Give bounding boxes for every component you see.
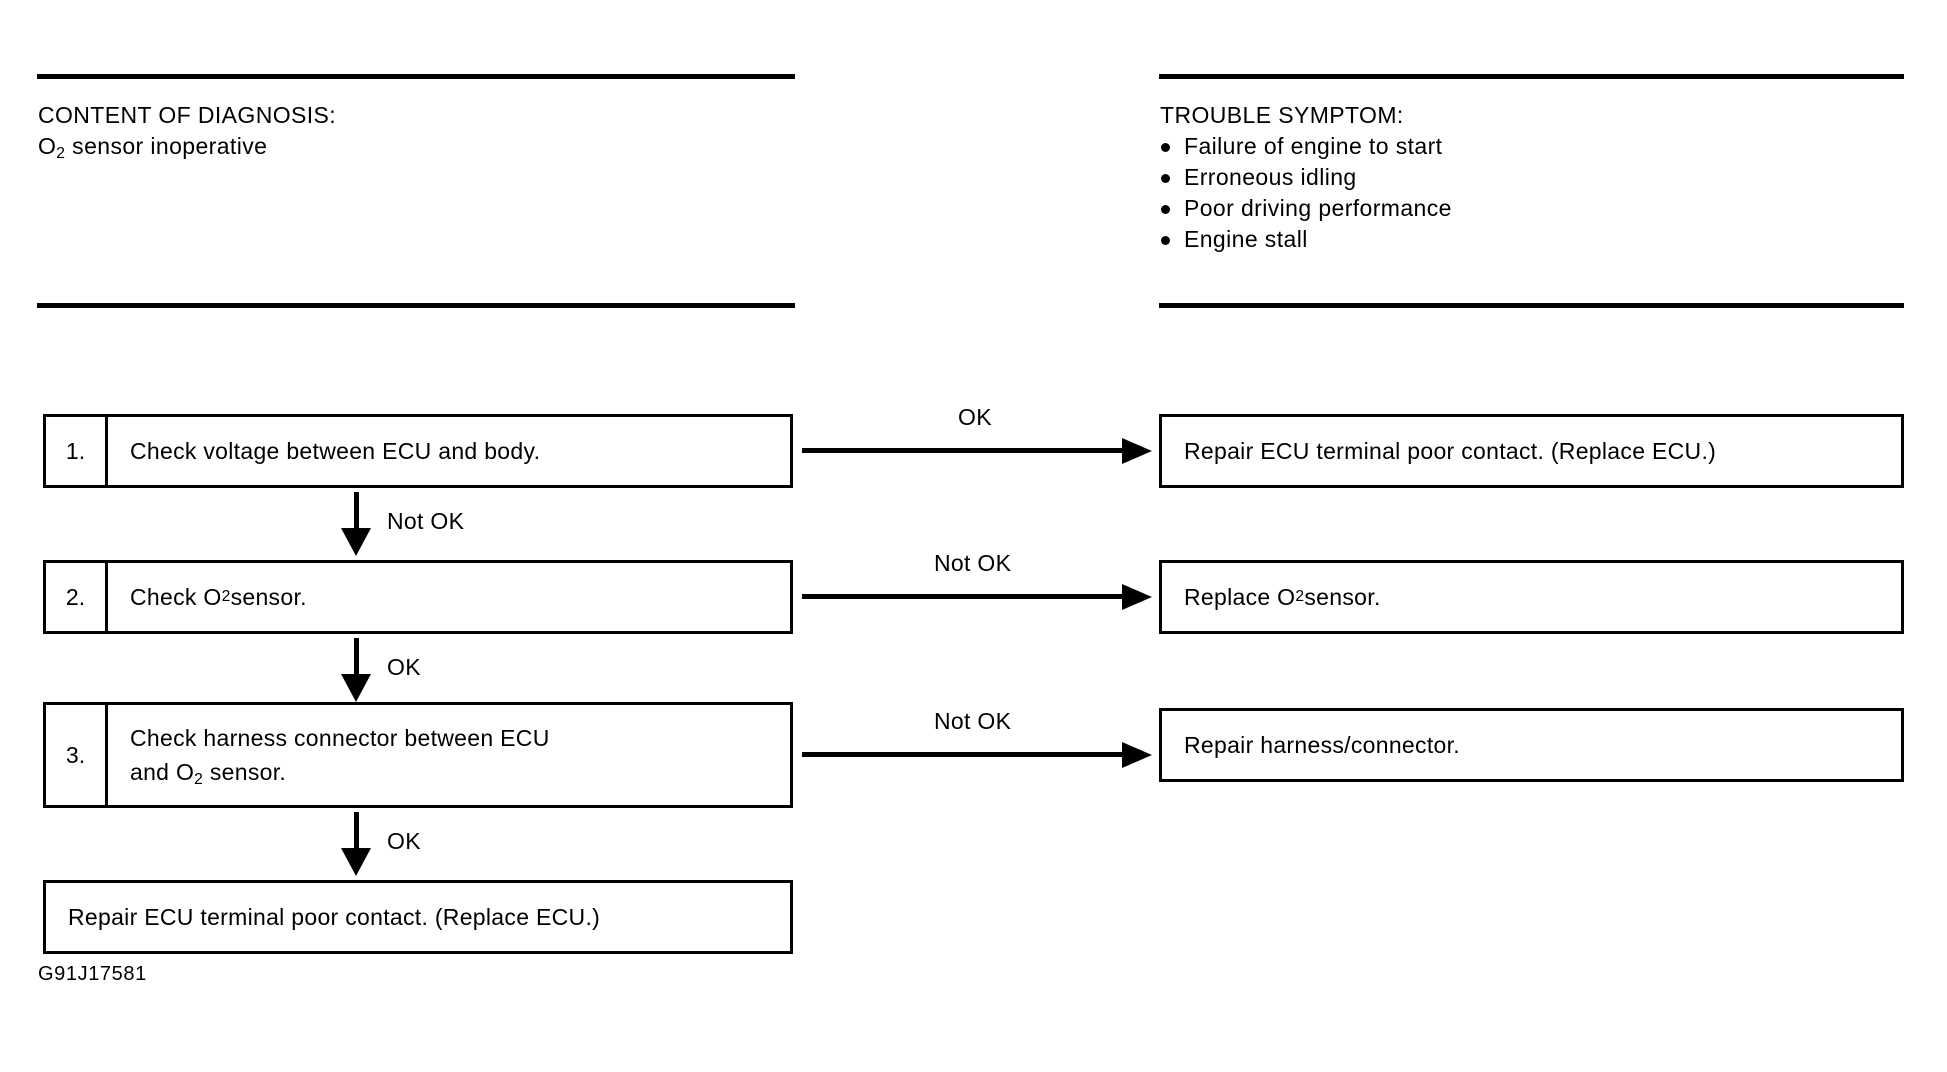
trouble-symptom-list: Failure of engine to start Erroneous idl… xyxy=(1160,131,1452,255)
symptom-label: Poor driving performance xyxy=(1184,195,1452,221)
arrow-shaft xyxy=(354,492,359,528)
step-3-to-final-arrow xyxy=(341,812,371,876)
step-1-to-2-label: Not OK xyxy=(387,508,465,534)
step-2-text-suffix: sensor. xyxy=(230,584,307,610)
arrow-shaft xyxy=(354,812,359,848)
header-rule-bottom-right xyxy=(1159,303,1904,308)
list-item: Poor driving performance xyxy=(1160,193,1452,224)
result-1-box: Repair ECU terminal poor contact. (Repla… xyxy=(1159,414,1904,488)
arrow-head-icon xyxy=(1122,742,1152,768)
symptom-label: Engine stall xyxy=(1184,226,1308,252)
final-outcome-box: Repair ECU terminal poor contact. (Repla… xyxy=(43,880,793,954)
list-item: Engine stall xyxy=(1160,224,1452,255)
header-rule-top-left xyxy=(37,74,795,79)
content-of-diagnosis-title: CONTENT OF DIAGNOSIS: xyxy=(38,102,337,128)
arrow-shaft xyxy=(802,594,1124,599)
step-2-text-prefix: Check O xyxy=(130,584,222,610)
bullet-icon xyxy=(1161,236,1170,245)
result-1-text: Repair ECU terminal poor contact. (Repla… xyxy=(1184,438,1717,464)
step-1-branch-arrow xyxy=(802,438,1152,464)
list-item: Failure of engine to start xyxy=(1160,131,1452,162)
step-3-branch-label: Not OK xyxy=(934,708,1012,734)
figure-id-label: G91J17581 xyxy=(38,963,147,985)
arrow-head-icon xyxy=(1122,584,1152,610)
content-of-diagnosis-block: CONTENT OF DIAGNOSIS: O2 sensor inoperat… xyxy=(38,100,336,162)
diagnosis-text-suffix: sensor inoperative xyxy=(65,133,268,159)
step-3-to-final-label: OK xyxy=(387,828,421,854)
trouble-symptom-title: TROUBLE SYMPTOM: xyxy=(1160,102,1404,128)
bullet-icon xyxy=(1161,143,1170,152)
list-item: Erroneous idling xyxy=(1160,162,1452,193)
header-rule-bottom-left xyxy=(37,303,795,308)
bullet-icon xyxy=(1161,174,1170,183)
step-3-text-content: Check harness connector between ECU and O… xyxy=(130,721,550,789)
step-3-line-2-prefix: and O xyxy=(130,759,195,785)
step-3-line-2-suffix: sensor. xyxy=(203,759,287,785)
bullet-icon xyxy=(1161,205,1170,214)
result-2-text-suffix: sensor. xyxy=(1304,584,1381,610)
trouble-symptom-block: TROUBLE SYMPTOM: Failure of engine to st… xyxy=(1160,100,1452,255)
arrow-head-icon xyxy=(341,528,371,556)
diagnosis-text-prefix: O xyxy=(38,133,57,159)
arrow-shaft xyxy=(802,752,1124,757)
arrow-shaft xyxy=(354,638,359,674)
step-3-subscript: 2 xyxy=(194,771,204,789)
arrow-head-icon xyxy=(341,848,371,876)
step-2-branch-arrow xyxy=(802,584,1152,610)
header-rule-top-right xyxy=(1159,74,1904,79)
diagnosis-subscript: 2 xyxy=(56,145,66,163)
step-2-to-3-label: OK xyxy=(387,654,421,680)
step-1-box: 1. Check voltage between ECU and body. xyxy=(43,414,793,488)
step-2-number: 2. xyxy=(46,563,108,631)
arrow-head-icon xyxy=(1122,438,1152,464)
content-of-diagnosis-value: O2 sensor inoperative xyxy=(38,131,336,162)
step-2-branch-label: Not OK xyxy=(934,550,1012,576)
step-1-to-2-arrow xyxy=(341,492,371,556)
step-1-number: 1. xyxy=(46,417,108,485)
arrow-head-icon xyxy=(341,674,371,702)
step-1-branch-label: OK xyxy=(958,404,992,430)
result-2-text-prefix: Replace O xyxy=(1184,584,1296,610)
step-3-box: 3. Check harness connector between ECU an… xyxy=(43,702,793,808)
step-3-text: Check harness connector between ECU and O… xyxy=(108,705,790,805)
step-3-number: 3. xyxy=(46,705,108,805)
step-1-text: Check voltage between ECU and body. xyxy=(130,438,541,464)
result-3-text: Repair harness/connector. xyxy=(1184,732,1460,758)
step-3-line-1: Check harness connector between ECU xyxy=(130,725,550,751)
step-3-branch-arrow xyxy=(802,742,1152,768)
arrow-shaft xyxy=(802,448,1124,453)
result-3-box: Repair harness/connector. xyxy=(1159,708,1904,782)
final-outcome-text: Repair ECU terminal poor contact. (Repla… xyxy=(68,904,601,930)
symptom-label: Erroneous idling xyxy=(1184,164,1357,190)
symptom-label: Failure of engine to start xyxy=(1184,133,1443,159)
step-2-to-3-arrow xyxy=(341,638,371,702)
